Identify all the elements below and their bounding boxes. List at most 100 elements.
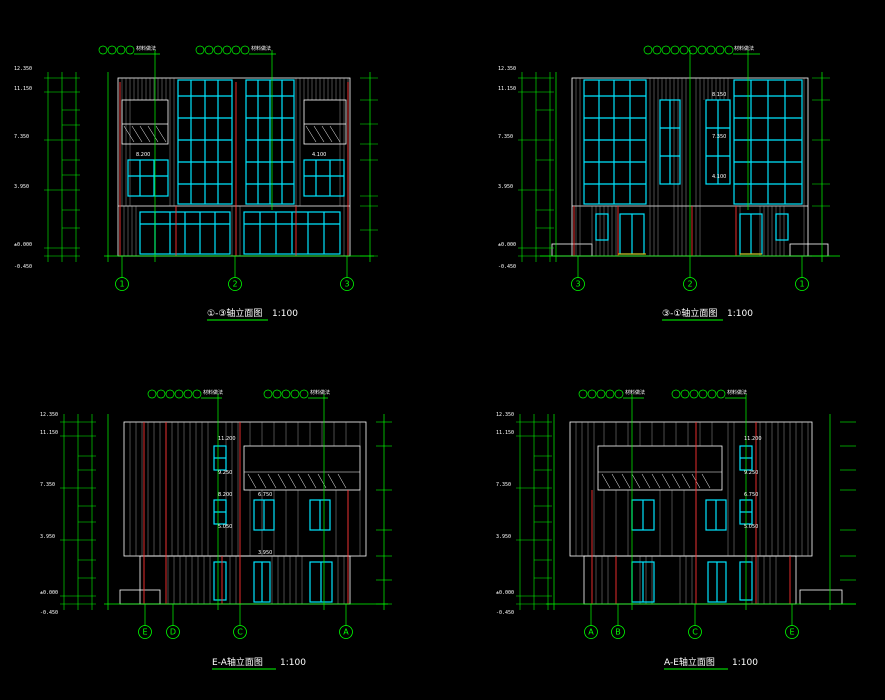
railing-hatch (244, 471, 360, 489)
level-label: 11.150 (14, 86, 32, 92)
curtain-wall-glazing (583, 79, 803, 255)
level-label: ±0.000 (496, 590, 514, 596)
leader-tag: 材料做法 (727, 389, 747, 396)
axis-label: C (237, 628, 243, 637)
spot-elevation: 5.050 (218, 524, 232, 530)
spot-elevation: 4.100 (712, 174, 726, 180)
vertical-siding (575, 78, 805, 256)
railing-hatch (123, 125, 341, 143)
view-title-text: ③-①轴立面图 (662, 307, 717, 319)
axis-label: D (170, 628, 176, 637)
spot-elevation: 5.050 (744, 524, 758, 530)
view-scale: 1:100 (732, 658, 758, 668)
axis-gridlines (546, 394, 856, 626)
spot-elevation: 9.250 (218, 470, 232, 476)
axis-label: 1 (119, 280, 124, 289)
axis-label: 2 (232, 280, 237, 289)
level-label: -0.450 (14, 264, 32, 270)
level-label: 12.350 (14, 66, 32, 72)
railing-hatch (598, 471, 722, 489)
axis-label: B (615, 628, 621, 637)
spot-elevation: 8.200 (218, 492, 232, 498)
curtain-wall-glazing (127, 79, 345, 255)
elevation-view-2: 12.350 11.150 7.350 3.950 ±0.000 -0.450 … (498, 45, 840, 321)
right-dimension-chain (812, 77, 830, 257)
level-label: 3.950 (40, 534, 55, 540)
level-label: 11.150 (498, 86, 516, 92)
leader-tag: 材料做法 (136, 45, 156, 52)
view-scale: 1:100 (272, 309, 298, 319)
level-label: 12.350 (498, 66, 516, 72)
right-dimension-chain (376, 421, 392, 605)
right-dimension-chain (840, 421, 856, 605)
axis-label: E (142, 628, 147, 637)
leader-tag: 材料做法 (203, 389, 223, 396)
spot-elevation: 6.750 (744, 492, 758, 498)
view-title: ③-①轴立面图 1:100 (662, 307, 753, 321)
column-lines (119, 82, 349, 256)
view-title-text: E-A轴立面图 (212, 656, 263, 668)
level-label: 7.350 (496, 482, 511, 488)
axis-label: 3 (575, 280, 580, 289)
view-title: E-A轴立面图 1:100 (212, 656, 306, 670)
axis-bubbles: 1 2 3 (115, 277, 354, 291)
axis-gridlines (104, 394, 388, 626)
axis-bubbles: A B C E (584, 625, 799, 639)
spot-elevation: 7.350 (712, 134, 726, 140)
level-label: ±0.000 (40, 590, 58, 596)
left-dimension-chain (516, 414, 552, 610)
leader-tag: 材料做法 (251, 45, 271, 52)
spot-elevation: 8.150 (712, 92, 726, 98)
level-label: 7.350 (498, 134, 513, 140)
elevation-view-3: 12.350 11.150 7.350 3.950 ±0.000 -0.450 … (40, 389, 392, 670)
axis-label: A (343, 628, 349, 637)
level-label: -0.450 (40, 610, 58, 616)
spot-elevation: 11.200 (218, 436, 236, 442)
axis-bubbles: E D C A (138, 625, 353, 639)
axis-label: 1 (799, 280, 804, 289)
axis-label: 3 (344, 280, 349, 289)
spot-elevation: 6.750 (258, 492, 272, 498)
spot-elevation: 9.250 (744, 470, 758, 476)
leader-callouts (147, 389, 328, 399)
level-label: -0.450 (496, 610, 514, 616)
axis-gridlines (104, 50, 374, 278)
leader-tag: 材料做法 (734, 45, 754, 52)
spot-elevation: 11.200 (744, 436, 762, 442)
level-labels: 12.350 11.150 7.350 3.950 ±0.000 -0.450 (14, 66, 32, 270)
level-label: 3.950 (496, 534, 511, 540)
axis-gridlines (540, 50, 840, 278)
column-lines (591, 422, 791, 604)
balcony-boxes (121, 99, 347, 145)
spot-elevations: 8.200 4.100 (136, 152, 326, 158)
axis-label: A (588, 628, 594, 637)
left-dimension-chain (518, 72, 554, 262)
level-label: 7.350 (40, 482, 55, 488)
view-title: ①-③轴立面图 1:100 (207, 307, 298, 321)
level-label: 7.350 (14, 134, 29, 140)
spot-elevation: 4.100 (312, 152, 326, 158)
level-labels: 12.350 11.150 7.350 3.950 ±0.000 -0.450 (496, 412, 514, 616)
level-label: 12.350 (40, 412, 58, 418)
column-lines (143, 422, 349, 604)
spot-elevations: 11.200 9.250 6.750 5.050 (744, 436, 762, 530)
spot-elevation: 8.200 (136, 152, 150, 158)
leader-tag: 材料做法 (625, 389, 645, 396)
level-label: 12.350 (496, 412, 514, 418)
leader-callouts (98, 45, 276, 55)
view-title-text: ①-③轴立面图 (207, 307, 262, 319)
elevation-view-1: 12.350 11.150 7.350 3.950 ±0.000 -0.450 … (14, 45, 378, 321)
spot-elevations: 11.200 9.250 8.200 6.750 5.050 3.950 (218, 436, 272, 556)
level-label: 3.950 (498, 184, 513, 190)
left-dimension-chain (60, 414, 96, 610)
view-scale: 1:100 (280, 658, 306, 668)
leader-tag: 材料做法 (310, 389, 330, 396)
level-label: ±0.000 (498, 242, 516, 248)
right-dimension-chain (360, 77, 378, 257)
spot-elevation: 3.950 (258, 550, 272, 556)
view-title-text: A-E轴立面图 (664, 656, 715, 668)
level-labels: 12.350 11.150 7.350 3.950 ±0.000 -0.450 (40, 412, 58, 616)
left-dimension-chain (44, 72, 80, 262)
elevation-view-4: 12.350 11.150 7.350 3.950 ±0.000 -0.450 … (496, 389, 856, 670)
